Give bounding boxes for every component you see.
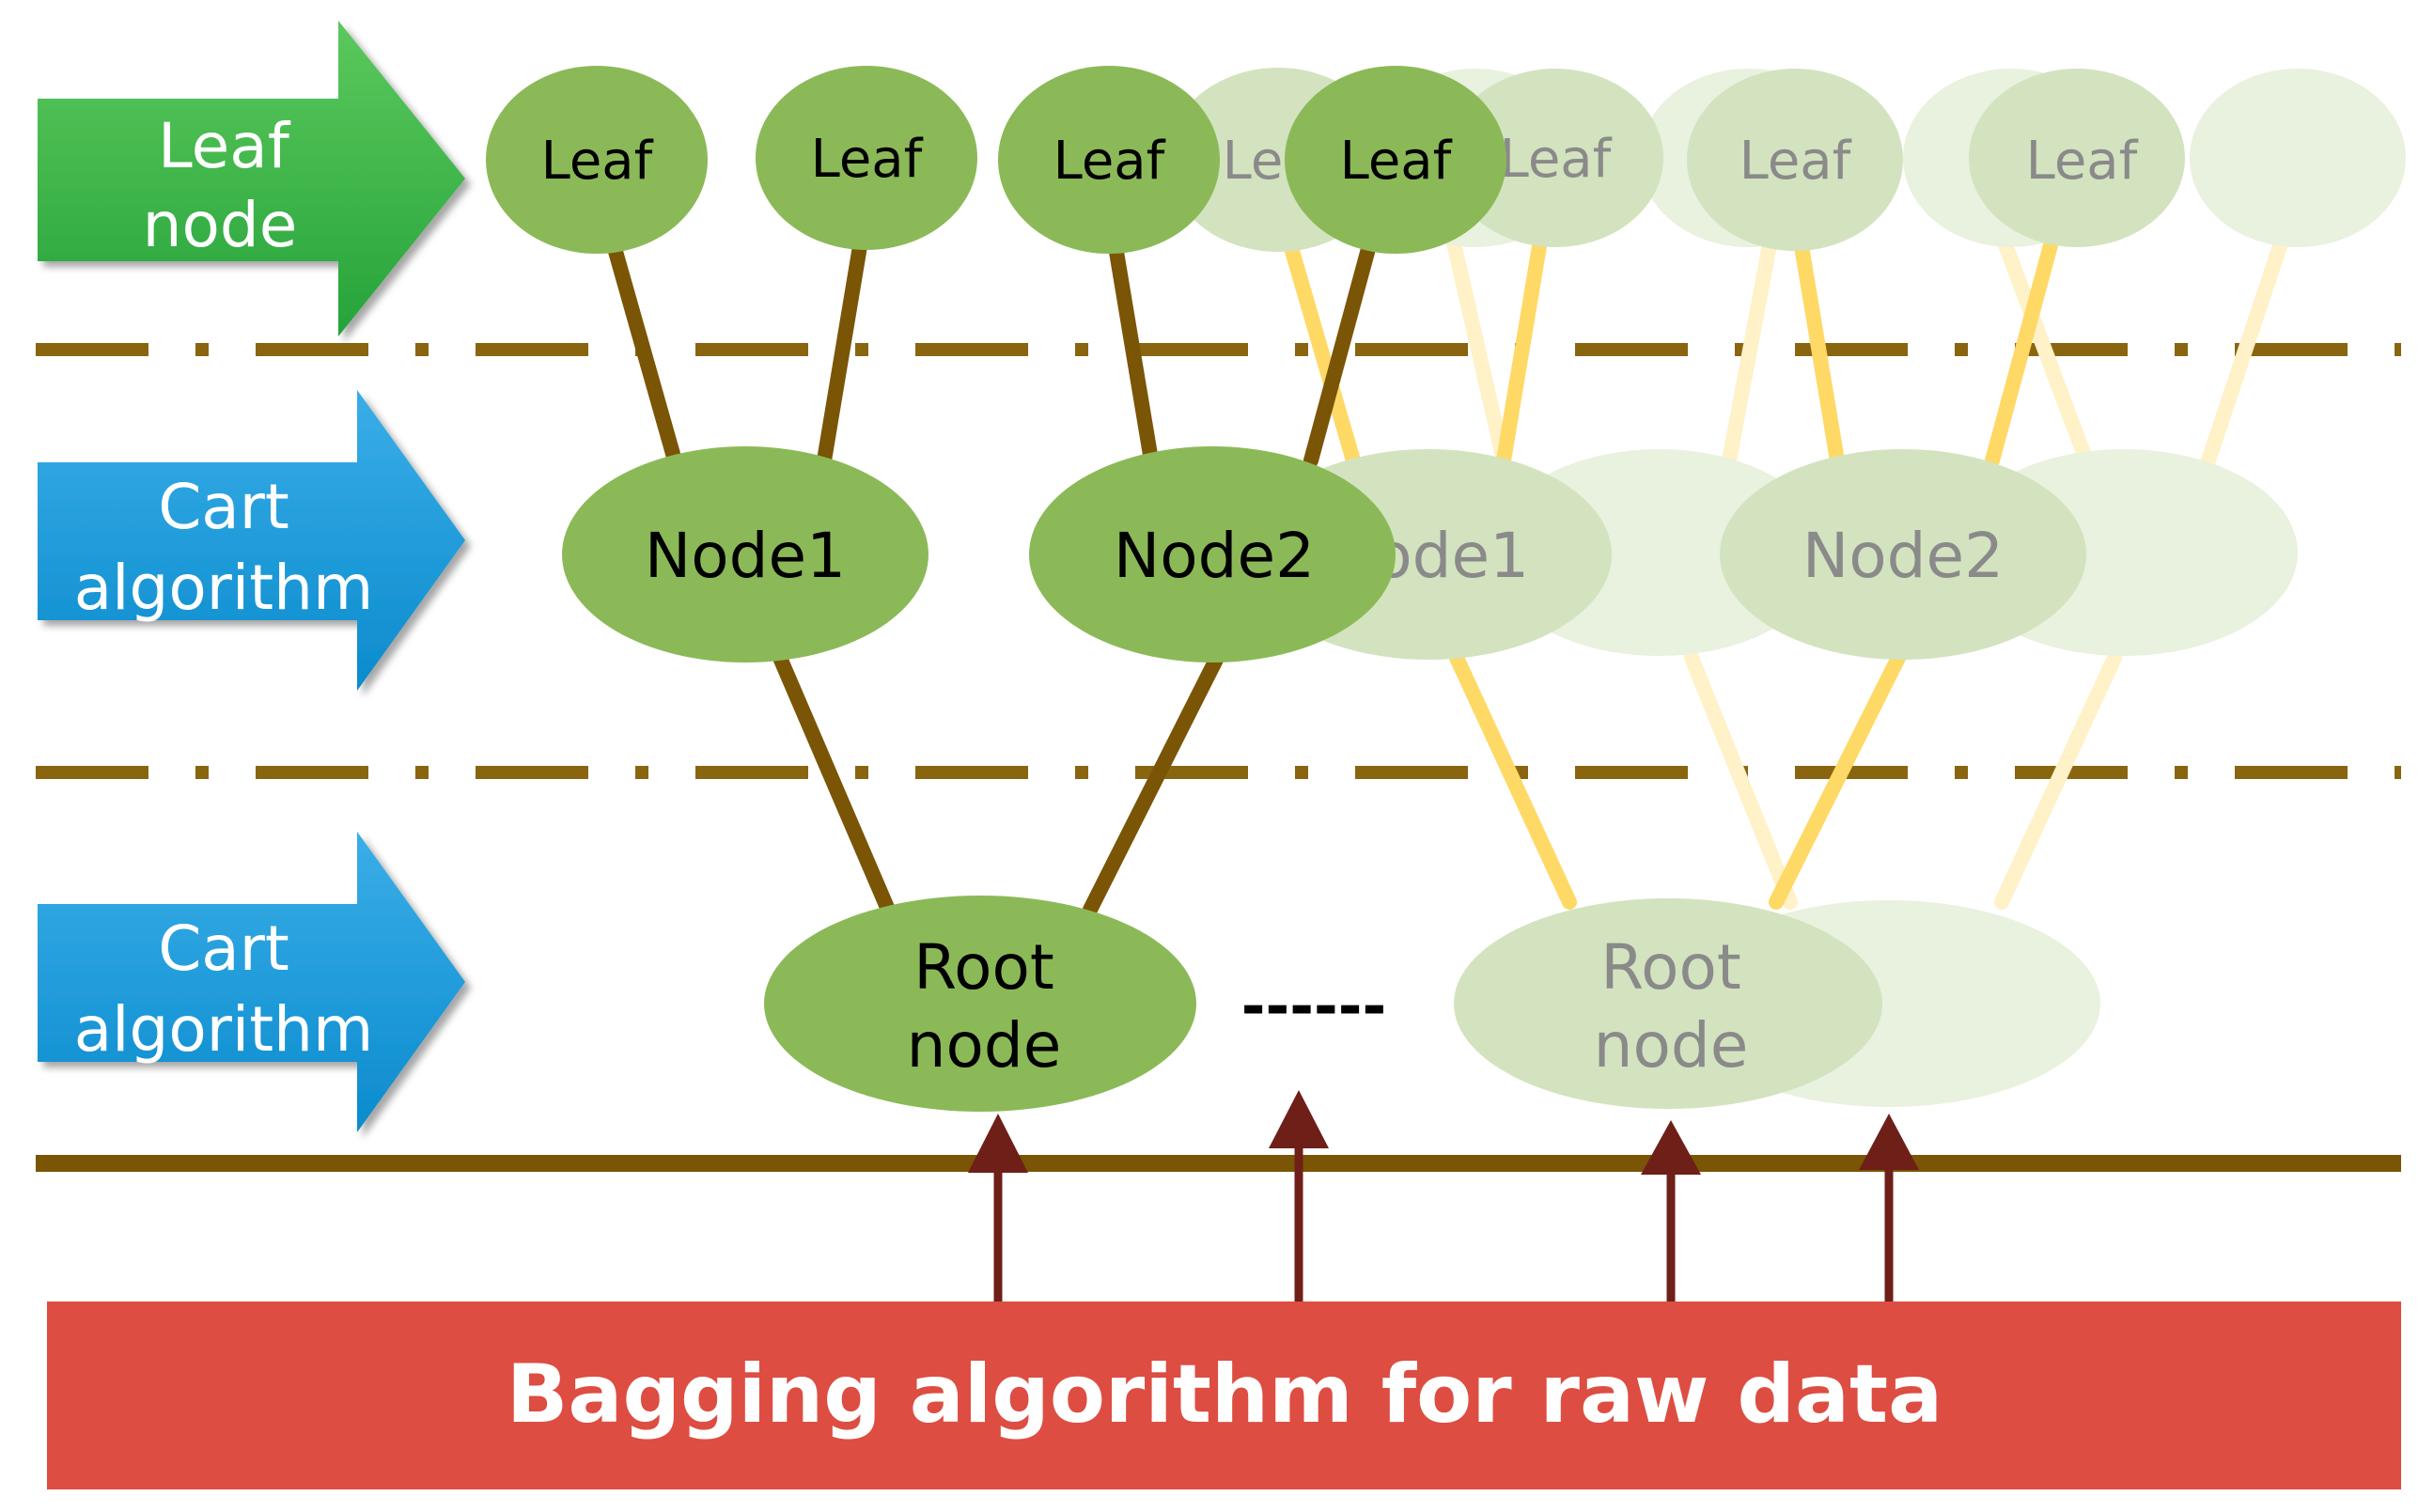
cart-arrow-root-label-line2: algorithm [74,993,374,1066]
branch-leaf4-node2 [1303,227,1380,468]
cart-arrow-middle-label-line1: Cart [158,471,289,543]
node1-label: Node1 [645,520,846,592]
bagging-banner-label: Bagging algorithm for raw data [507,1348,1943,1442]
back-leaf-label-3: Leaf [1740,131,1852,192]
node2 [1029,446,1396,662]
branch-leaf3-node2 [1106,227,1159,468]
sample-arrow-4-head [1859,1114,1919,1170]
root-node-label-line1: Root [913,931,1054,1004]
back-root-label-line2: node [1594,1009,1749,1082]
node2-label: Node2 [1114,520,1315,592]
leaf-label-2: Leaf [811,129,924,190]
sample-arrow-3-head [1641,1120,1701,1175]
leaf-node-arrow-label-line1: Leaf [158,110,291,182]
leaf-label-3: Leaf [1053,131,1166,192]
leaf-node-3 [998,66,1220,254]
leaf-node-4 [1285,66,1506,254]
cart-arrow-middle-label-line2: algorithm [74,552,374,624]
back-node2-label: Node2 [1802,520,2004,592]
background-trees: Leaf Leaf Leaf Leaf Node1 Node2 Root nod… [1167,68,2406,1109]
back-root-label-line1: Root [1600,931,1741,1004]
back-leaf-label-2: Leaf [1500,129,1613,190]
trees-ellipsis: ------ [1241,972,1386,1040]
leaf-label-4: Leaf [1340,131,1453,192]
branch-leaf1-node1 [603,227,682,468]
root-node-label-line2: node [907,1009,1062,1082]
sample-arrows [968,1090,1919,1302]
cart-algorithm-arrow-root [38,832,465,1132]
root-node [764,896,1196,1112]
leaf-node-1 [486,66,708,254]
front-tree: Leaf Leaf Leaf Leaf Node1 Node2 Root nod… [486,66,1506,1112]
sample-arrow-2-head [1269,1090,1329,1148]
leaf-node-arrow-label-line2: node [143,189,298,261]
cart-arrow-root-label-line1: Cart [158,912,289,985]
branch-node1-root [772,650,896,917]
bagging-banner [47,1302,2401,1489]
leaf-node-2 [756,66,977,250]
leaf-node-arrow [38,21,465,336]
cart-algorithm-arrow-middle [38,390,465,691]
leaf-label-1: Leaf [541,131,654,192]
back-leaf-label-4: Leaf [2026,131,2139,192]
sample-arrow-1-head [968,1114,1028,1173]
branch-node2-root [1083,650,1225,917]
node1 [562,446,928,662]
branch-leaf2-node1 [817,227,869,468]
